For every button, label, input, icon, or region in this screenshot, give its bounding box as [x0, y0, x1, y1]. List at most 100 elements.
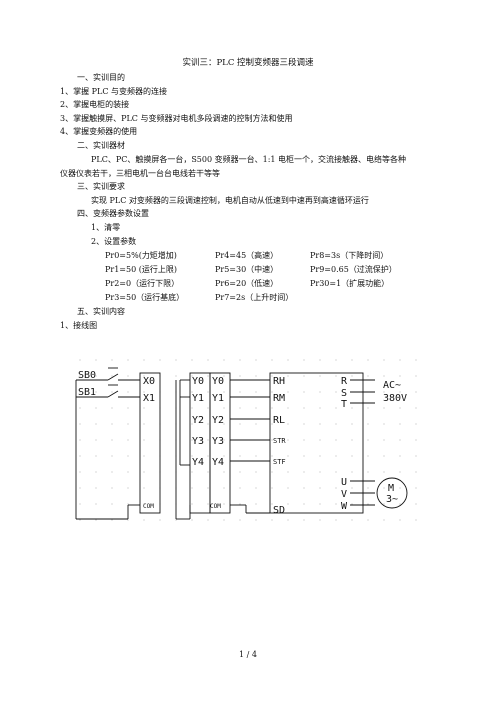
grid-dot — [207, 359, 209, 361]
grid-dot — [383, 391, 385, 393]
paragraph: PLC、PC、触摸屏各一台，S500 变频器一台、1:1 电柜一个，交流接触器、… — [91, 155, 407, 164]
inverter-power-label: R — [341, 376, 348, 387]
grid-dot — [255, 519, 257, 521]
grid-dot — [415, 471, 417, 473]
plc-input-label: X1 — [143, 393, 155, 404]
grid-dot — [351, 455, 353, 457]
grid-dot — [319, 407, 321, 409]
grid-dot — [335, 407, 337, 409]
grid-dot — [111, 519, 113, 521]
grid-dot — [287, 487, 289, 489]
grid-dot — [223, 439, 225, 441]
grid-dot — [111, 407, 113, 409]
grid-dot — [399, 503, 401, 505]
grid-dot — [223, 407, 225, 409]
grid-dot — [351, 407, 353, 409]
grid-dot — [239, 471, 241, 473]
grid-dot — [79, 487, 81, 489]
param: Pr2=0（运行下限） — [105, 279, 180, 288]
grid-dot — [319, 423, 321, 425]
grid-dot — [255, 407, 257, 409]
grid-dot — [335, 455, 337, 457]
grid-dot — [95, 519, 97, 521]
grid-dot — [79, 375, 81, 377]
grid-dot — [303, 423, 305, 425]
grid-dot — [191, 391, 193, 393]
grid-dot — [271, 391, 273, 393]
grid-dot — [239, 407, 241, 409]
grid-dot — [335, 439, 337, 441]
grid-dot — [191, 423, 193, 425]
grid-dot — [223, 487, 225, 489]
ac-label: AC~ — [383, 380, 401, 391]
grid-dot — [367, 423, 369, 425]
motor-label: M — [388, 483, 394, 494]
grid-dot — [239, 375, 241, 377]
section-heading-1: 一、实训目的 — [77, 73, 125, 82]
grid-dot — [271, 519, 273, 521]
grid-dot — [143, 391, 145, 393]
grid-dot — [79, 391, 81, 393]
plc-output-label: Y0 — [212, 376, 224, 387]
subheading: 1、接线图 — [60, 321, 98, 330]
param: Pr5=30（中速） — [215, 265, 279, 274]
motor-phase-label: 3~ — [386, 494, 398, 505]
grid-dot — [271, 487, 273, 489]
grid-dot — [159, 359, 161, 361]
grid-dot — [95, 471, 97, 473]
plc-output-label: Y3 — [192, 436, 204, 447]
grid-dot — [175, 359, 177, 361]
grid-dot — [95, 487, 97, 489]
grid-dot — [127, 455, 129, 457]
section-heading-2: 二、实训器材 — [77, 141, 125, 150]
grid-dot — [319, 359, 321, 361]
grid-dot — [415, 503, 417, 505]
grid-dot — [191, 503, 193, 505]
section-heading-3: 三、实训要求 — [77, 182, 125, 191]
grid-dot — [255, 375, 257, 377]
grid-dot — [111, 375, 113, 377]
subheading: 2、设置参数 — [91, 237, 137, 246]
grid-dot — [399, 439, 401, 441]
grid-dot — [271, 407, 273, 409]
grid-dot — [127, 471, 129, 473]
grid-dot — [111, 503, 113, 505]
grid-dot — [383, 455, 385, 457]
grid-dot — [335, 375, 337, 377]
grid-dot — [255, 471, 257, 473]
grid-dot — [143, 519, 145, 521]
grid-dot — [399, 359, 401, 361]
grid-dot — [319, 503, 321, 505]
grid-dot — [95, 391, 97, 393]
grid-dot — [287, 407, 289, 409]
grid-dot — [287, 519, 289, 521]
grid-dot — [127, 503, 129, 505]
grid-dot — [175, 519, 177, 521]
grid-dot — [95, 359, 97, 361]
grid-dot — [351, 519, 353, 521]
grid-dot — [287, 471, 289, 473]
grid-dot — [303, 439, 305, 441]
grid-dot — [383, 359, 385, 361]
grid-dot — [367, 359, 369, 361]
grid-dot — [127, 439, 129, 441]
grid-dot — [335, 391, 337, 393]
param: Pr4=45（高速） — [215, 251, 279, 260]
grid-dot — [383, 407, 385, 409]
plc-output-label: Y1 — [212, 393, 224, 404]
grid-dot — [383, 487, 385, 489]
inverter-input-label: RM — [273, 393, 285, 404]
grid-dot — [319, 391, 321, 393]
plc-output-label: Y2 — [212, 415, 224, 426]
grid-dot — [303, 471, 305, 473]
grid-dot — [335, 519, 337, 521]
grid-dot — [223, 471, 225, 473]
grid-dot — [335, 359, 337, 361]
grid-dot — [239, 519, 241, 521]
param: Pr8=3s（下降时间） — [310, 251, 389, 260]
grid-dot — [207, 471, 209, 473]
grid-dot — [319, 471, 321, 473]
grid-dot — [367, 487, 369, 489]
grid-dot — [399, 487, 401, 489]
